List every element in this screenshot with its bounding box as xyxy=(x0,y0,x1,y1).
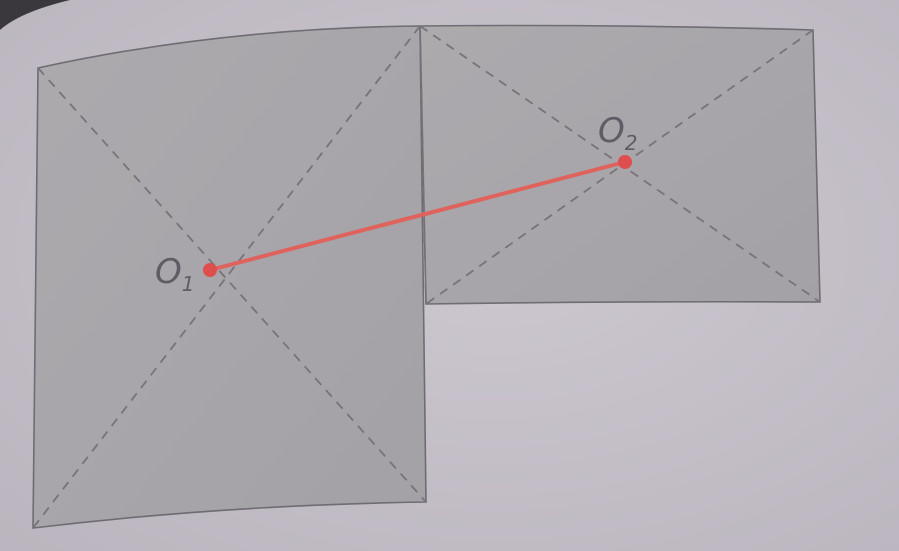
photo-corner-shadow xyxy=(0,0,70,30)
label-o1-subscript: 1 xyxy=(182,272,195,296)
left-sheet xyxy=(32,25,427,529)
label-o1-letter: O xyxy=(155,252,182,292)
left-diagonal-2 xyxy=(32,25,421,529)
label-o2-subscript: 2 xyxy=(625,131,638,155)
label-o1: O1 xyxy=(155,252,195,296)
point-o2 xyxy=(618,155,632,169)
shared-edge-dashed xyxy=(419,25,427,305)
left-diagonal-1 xyxy=(37,67,427,503)
label-o2-letter: O xyxy=(598,111,625,151)
label-o2: O2 xyxy=(598,111,638,155)
point-o1 xyxy=(203,263,217,277)
segment-o1-o2 xyxy=(208,160,627,272)
